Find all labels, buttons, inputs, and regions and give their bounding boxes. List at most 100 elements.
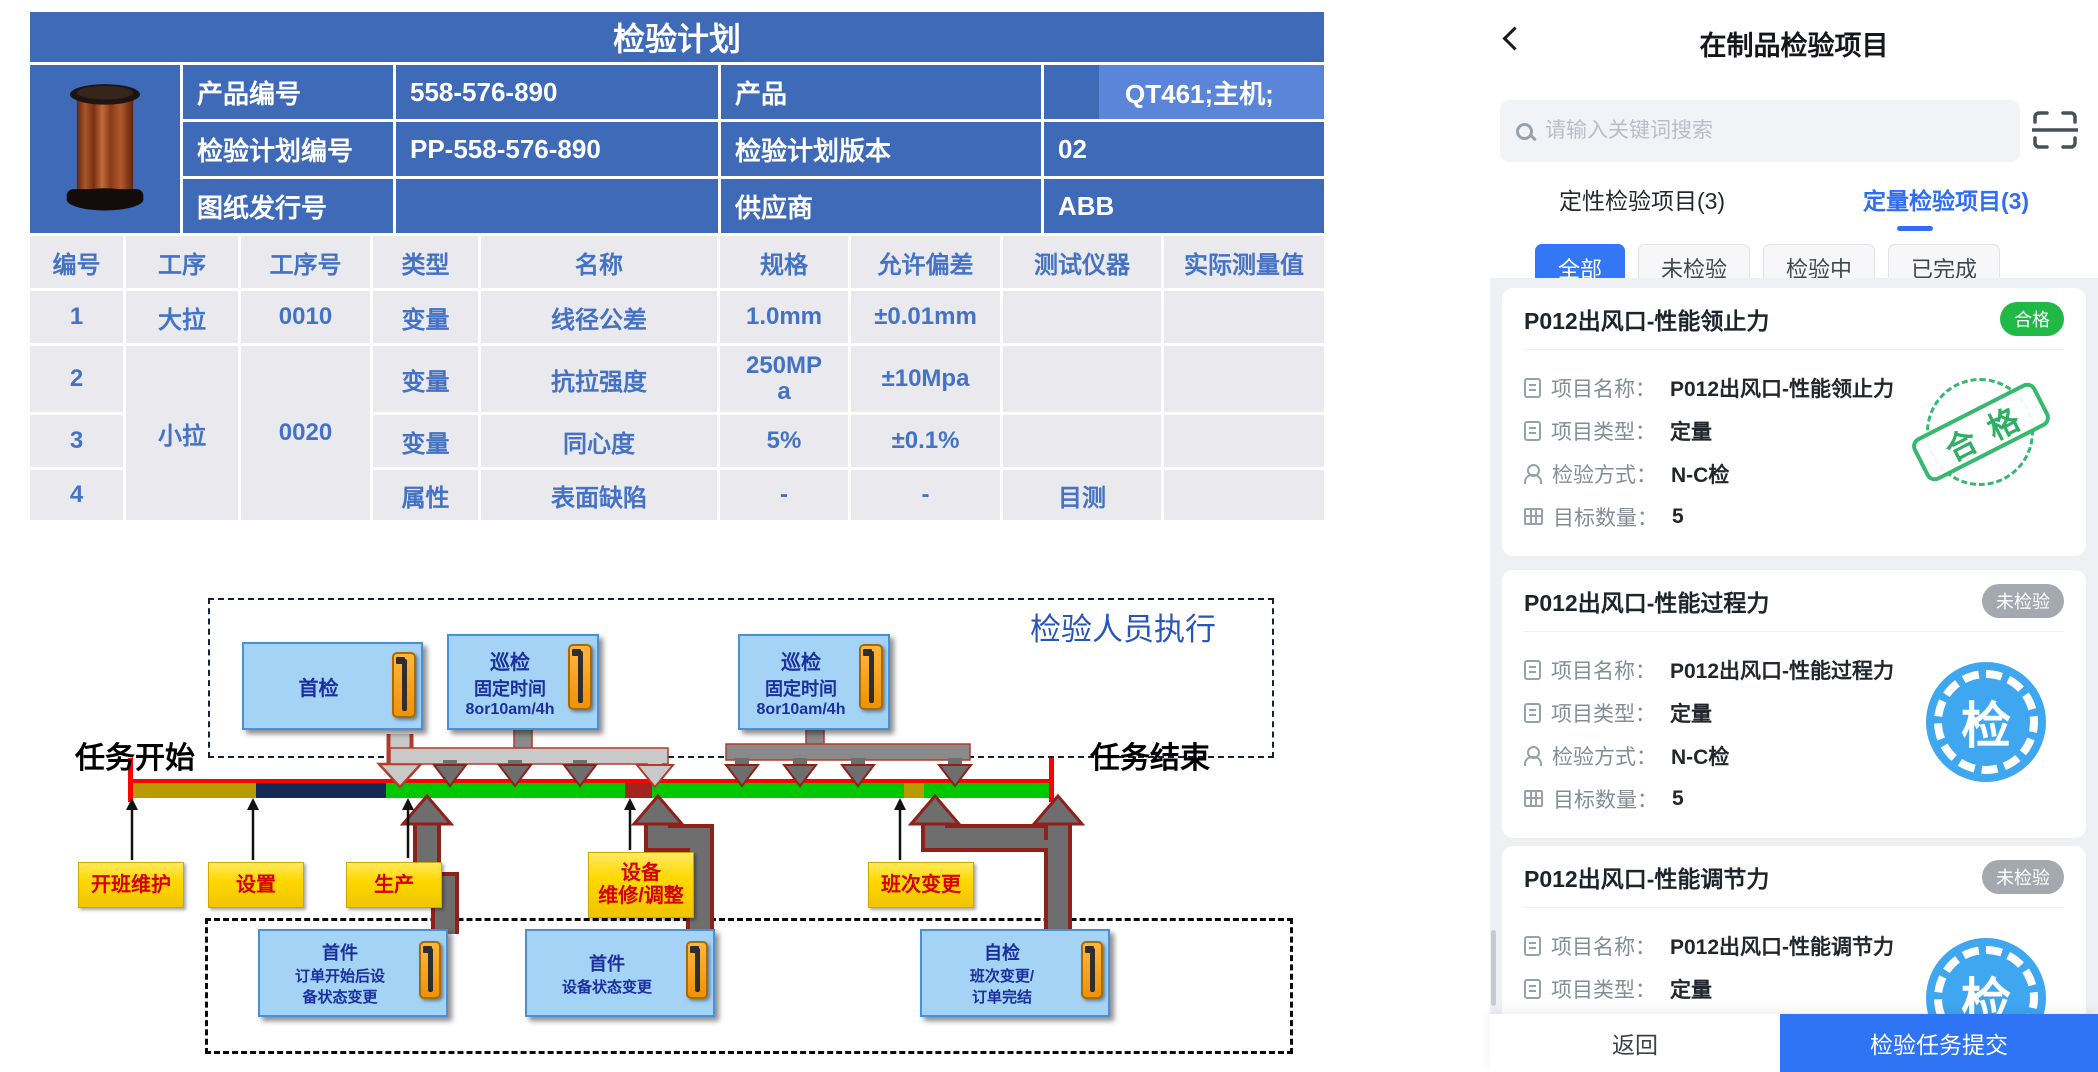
first-article-box-2: 首件 设备状态变更 bbox=[525, 929, 715, 1017]
micrometer-icon bbox=[568, 644, 592, 710]
tab-quantitative[interactable]: 定量检验项目(3) bbox=[1862, 188, 2030, 214]
person-icon bbox=[1524, 745, 1542, 766]
wire-spool-image bbox=[66, 84, 144, 211]
task-end-label: 任务结束 bbox=[1090, 742, 1210, 775]
info-value-supplier: ABB bbox=[1044, 179, 1324, 233]
col-header: 工序 bbox=[126, 236, 238, 288]
field-row: 项目名称： P012出风口-性能领止力 bbox=[1524, 366, 2064, 409]
event-label-setup: 设置 bbox=[208, 862, 304, 908]
self-check-box: 自检 班次变更/ 订单完结 bbox=[920, 929, 1110, 1017]
col-header: 测试仪器 bbox=[1003, 236, 1161, 288]
timeline-end-tick bbox=[1049, 758, 1054, 802]
search-icon bbox=[1516, 122, 1533, 140]
table-cell bbox=[1164, 346, 1324, 412]
table-cell: 1.0mm bbox=[720, 291, 848, 343]
timeline-segment bbox=[924, 783, 1052, 798]
info-label-drawing-no: 图纸发行号 bbox=[183, 179, 393, 233]
field-row: 项目类型： 定量 bbox=[1524, 967, 2064, 1010]
info-label-product: 产品 bbox=[721, 65, 1041, 119]
search-input[interactable] bbox=[1545, 119, 2004, 143]
table-cell: 变量 bbox=[373, 346, 478, 412]
scan-icon[interactable] bbox=[2032, 110, 2078, 150]
table-cell: 4 bbox=[30, 470, 123, 520]
plan-title: 检验计划 bbox=[30, 12, 1324, 62]
table-cell bbox=[1164, 470, 1324, 520]
scrollbar[interactable] bbox=[1491, 930, 1496, 1006]
submit-task-button[interactable]: 检验任务提交 bbox=[1780, 1014, 2098, 1072]
field-row: 项目名称： P012出风口-性能调节力 bbox=[1524, 924, 2064, 967]
operator-execution-zone bbox=[205, 918, 1293, 1054]
field-row: 项目名称： P012出风口-性能过程力 bbox=[1524, 648, 2064, 691]
plan-main-grid: 编号 工序 工序号 类型 名称 规格 允许偏差 测试仪器 实际测量值 1 大拉 … bbox=[30, 236, 1324, 520]
table-cell: 250MPa bbox=[720, 346, 848, 412]
executor-label: 检验人员执行 bbox=[1030, 612, 1216, 647]
search-bar[interactable] bbox=[1500, 100, 2020, 162]
inspection-card[interactable]: P012出风口-性能过程力 未检验 项目名称： P012出风口-性能过程力 项目… bbox=[1502, 570, 2086, 838]
event-label-shift-change: 班次变更 bbox=[868, 862, 974, 908]
page-title: 在制品检验项目 bbox=[1699, 31, 1889, 61]
tab-bar: 定性检验项目(3) 定量检验项目(3) bbox=[1490, 182, 2098, 216]
col-header: 允许偏差 bbox=[851, 236, 1000, 288]
table-cell: 同心度 bbox=[481, 415, 717, 467]
table-cell: 0010 bbox=[241, 291, 370, 343]
micrometer-icon bbox=[419, 941, 441, 999]
table-cell-merged: 0020 bbox=[241, 346, 370, 520]
pass-stamp-icon: 合格 bbox=[1908, 374, 2054, 494]
first-article-box-1: 首件 订单开始后设 备状态变更 bbox=[258, 929, 448, 1017]
timeline-segment bbox=[256, 783, 386, 798]
micrometer-icon bbox=[859, 644, 883, 710]
document-icon bbox=[1524, 659, 1541, 680]
inspection-card[interactable]: P012出风口-性能领止力 合格 项目名称： P012出风口-性能领止力 项目类… bbox=[1502, 288, 2086, 556]
micrometer-icon bbox=[1081, 941, 1103, 999]
table-cell: 3 bbox=[30, 415, 123, 467]
col-header: 类型 bbox=[373, 236, 478, 288]
document-icon bbox=[1524, 702, 1541, 723]
timeline-bar bbox=[132, 779, 1052, 798]
col-header: 名称 bbox=[481, 236, 717, 288]
back-button[interactable]: 返回 bbox=[1612, 1032, 1658, 1058]
first-inspection-box: 首检 bbox=[242, 642, 423, 730]
micrometer-icon bbox=[392, 652, 416, 718]
card-title: P012出风口-性能过程力 bbox=[1524, 589, 1770, 616]
patrol-inspection-box-1: 巡检 固定时间 8or10am/4h bbox=[447, 634, 599, 730]
card-title: P012出风口-性能领止力 bbox=[1524, 307, 1770, 334]
micrometer-icon bbox=[686, 941, 708, 999]
field-row: 目标数量： 5 bbox=[1524, 777, 2064, 820]
table-cell: ±0.01mm bbox=[851, 291, 1000, 343]
col-header: 规格 bbox=[720, 236, 848, 288]
inspection-plan-table: 检验计划 bbox=[30, 12, 1324, 520]
footer-bar: 返回 检验任务提交 bbox=[1490, 1014, 2098, 1072]
timeline-segment bbox=[625, 783, 652, 798]
info-label-plan-no: 检验计划编号 bbox=[183, 122, 393, 176]
field-row: 目标数量： 5 bbox=[1524, 495, 2064, 538]
document-icon bbox=[1524, 978, 1541, 999]
card-list: P012出风口-性能领止力 合格 项目名称： P012出风口-性能领止力 项目类… bbox=[1490, 278, 2098, 1072]
table-cell bbox=[1003, 291, 1161, 343]
table-cell: - bbox=[720, 470, 848, 520]
event-label-production: 生产 bbox=[346, 862, 442, 908]
timeline-segment bbox=[903, 783, 925, 798]
selected-cell: QT461;主机; bbox=[1099, 65, 1324, 119]
table-cell bbox=[1003, 346, 1161, 412]
table-cell bbox=[1164, 291, 1324, 343]
table-cell: 2 bbox=[30, 346, 123, 412]
field-row: 项目类型： 定量 bbox=[1524, 409, 2064, 452]
active-tab-underline bbox=[1897, 226, 1933, 231]
field-row: 项目类型： 定量 bbox=[1524, 691, 2064, 734]
timeline-segment bbox=[132, 783, 257, 798]
inspection-seal-icon: 检 bbox=[1926, 662, 2046, 782]
info-label-product-no: 产品编号 bbox=[183, 65, 393, 119]
wire-spool-photo bbox=[30, 65, 180, 233]
document-icon bbox=[1524, 420, 1541, 441]
info-label-plan-version: 检验计划版本 bbox=[721, 122, 1041, 176]
tab-qualitative[interactable]: 定性检验项目(3) bbox=[1558, 188, 1726, 214]
status-badge: 未检验 bbox=[1982, 859, 2064, 894]
table-cell: ±10Mpa bbox=[851, 346, 1000, 412]
grid-icon bbox=[1524, 790, 1543, 807]
info-value-product-no: 558-576-890 bbox=[396, 65, 718, 119]
table-cell: 表面缺陷 bbox=[481, 470, 717, 520]
process-diagram: 检验人员执行 首检 巡检 固定时间 8or10am/4h 巡检 固定时间 8or… bbox=[75, 598, 1293, 1054]
timeline-segment bbox=[385, 783, 626, 798]
field-row: 检验方式： N-C检 bbox=[1524, 734, 2064, 777]
